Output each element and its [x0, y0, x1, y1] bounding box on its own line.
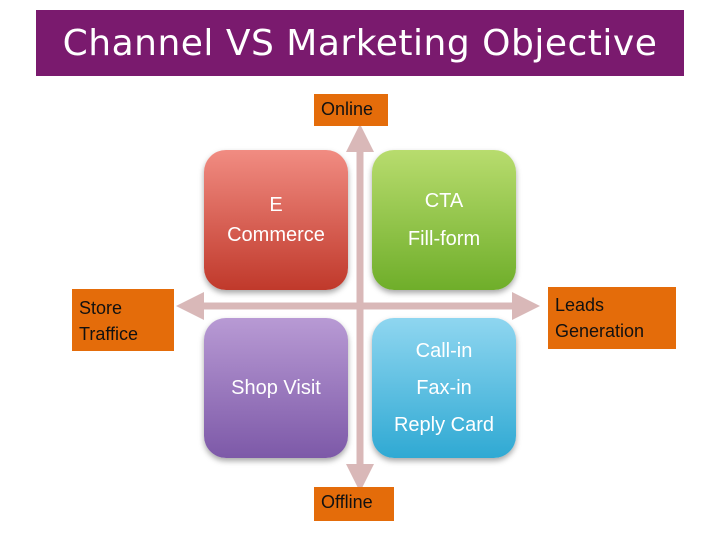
- quadrant-text: Commerce: [227, 224, 325, 246]
- quadrant-text: Shop Visit: [231, 376, 321, 399]
- quadrant-cta: CTA Fill-form: [372, 150, 516, 290]
- axis-label-online: Online: [314, 94, 388, 126]
- quadrant-text: Call-in: [415, 339, 473, 362]
- axis-label-leads-generation: Leads Generation: [548, 287, 676, 349]
- quadrant-e-commerce: E Commerce: [204, 150, 348, 290]
- axis-label-line: Traffice: [79, 324, 139, 344]
- axis-label-line: Store: [79, 298, 123, 318]
- quadrant-text: Fax-in: [416, 376, 472, 399]
- quadrant-text: Fill-form: [407, 228, 481, 250]
- quadrant-call-in: Call-in Fax-in Reply Card: [372, 318, 516, 458]
- quadrant-text: Reply Card: [393, 413, 495, 436]
- quadrant-text: CTA: [424, 190, 464, 212]
- axis-label-offline: Offline: [314, 487, 394, 521]
- page-title: Channel VS Marketing Objective: [36, 10, 684, 76]
- quadrant-shop-visit: Shop Visit: [204, 318, 348, 458]
- quadrant-text: E: [269, 194, 283, 216]
- axis-label-store-traffic: Store Traffice: [72, 289, 174, 351]
- axis-label-line: Leads: [555, 295, 605, 315]
- axis-label-line: Generation: [555, 321, 645, 341]
